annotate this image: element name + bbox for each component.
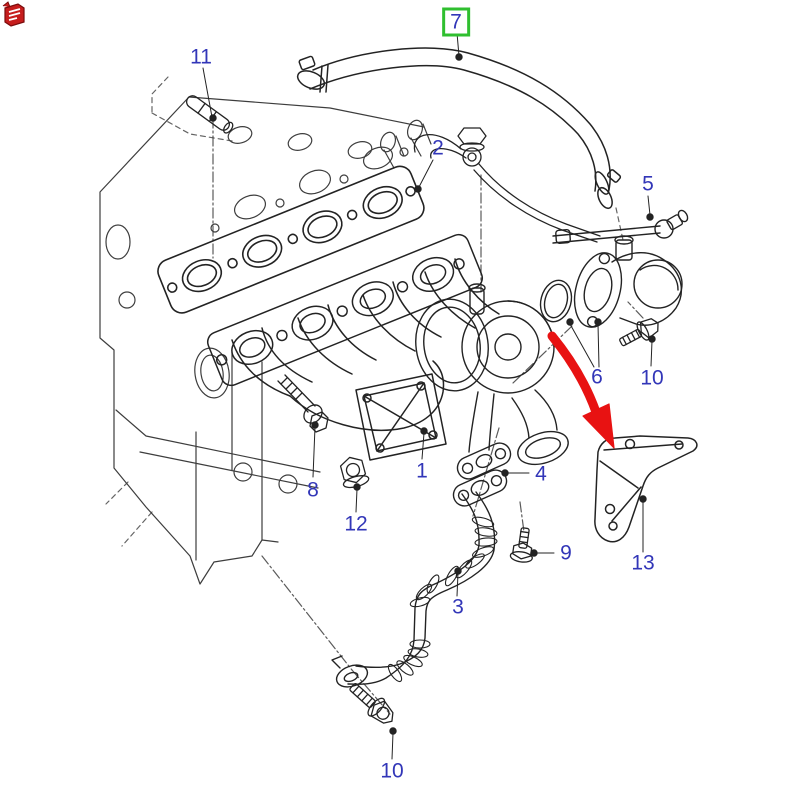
fasteners-drawing (185, 95, 659, 724)
callout-7-highlighted[interactable]: 7 (442, 7, 470, 37)
engine-block-drawing (99, 76, 644, 715)
callout-5[interactable]: 5 (642, 172, 654, 196)
callout-4[interactable]: 4 (535, 462, 547, 486)
red-direction-arrow-icon (547, 331, 615, 449)
callout-11[interactable]: 11 (190, 45, 212, 69)
oil-feed-banjo-drawing (413, 127, 601, 243)
callout-1[interactable]: 1 (416, 459, 428, 483)
water-outlet-drawing (539, 209, 689, 328)
callout-6[interactable]: 6 (591, 365, 603, 389)
bracket-drawing (594, 435, 698, 543)
callout-8[interactable]: 8 (307, 478, 319, 502)
callout-leader-lines (202, 32, 656, 760)
callout-2[interactable]: 2 (432, 136, 444, 160)
exhaust-manifold-drawing (206, 233, 500, 461)
callout-9[interactable]: 9 (560, 541, 572, 565)
callout-13[interactable]: 13 (631, 551, 655, 575)
turbocharger-drawing (415, 283, 569, 466)
callout-10-upper[interactable]: 10 (640, 366, 664, 390)
callout-12[interactable]: 12 (344, 512, 368, 536)
note-icon[interactable] (0, 0, 28, 28)
callout-3[interactable]: 3 (452, 595, 464, 619)
oil-feed-hose-drawing (296, 47, 622, 210)
callout-10-lower[interactable]: 10 (380, 759, 404, 783)
manifold-gasket-drawing (157, 165, 425, 314)
